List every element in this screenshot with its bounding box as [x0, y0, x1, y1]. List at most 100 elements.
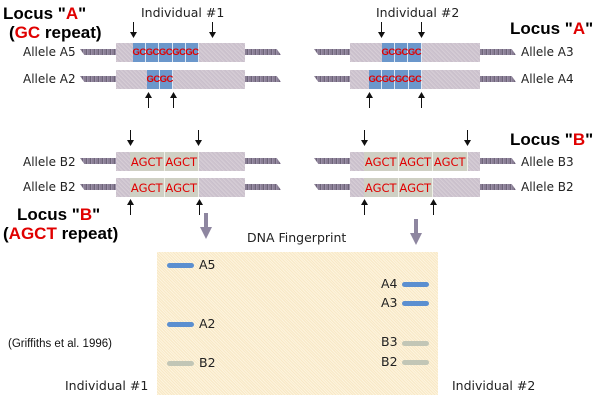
strand-a3-left-flank: [314, 49, 350, 55]
band-a2: [167, 322, 194, 327]
strand-b3-left-flank: [314, 158, 350, 164]
fingerprint-title: DNA Fingerprint: [247, 230, 347, 245]
allele-label-a3: Allele A3: [521, 45, 574, 59]
band-label-b3: B3: [381, 334, 398, 349]
allele-label-b2-2: Allele B2: [23, 180, 76, 194]
allele-label-b2-1: Allele B2: [23, 155, 76, 169]
band-label-a4: A4: [381, 276, 398, 291]
agct-repeat-region: [130, 152, 199, 171]
gel-lane-2-label: Individual #2: [452, 378, 536, 393]
agct-repeat-region: [364, 178, 433, 197]
allele-label-a5: Allele A5: [23, 45, 76, 59]
gel-lane-1-label: Individual #1: [65, 378, 149, 393]
big-down-arrow-left: [200, 213, 212, 239]
gc-repeat-unit: GC: [408, 70, 422, 89]
band-label-a5: A5: [199, 257, 216, 272]
arrow-down-icon: [378, 22, 385, 38]
strand-b2-ind1-a-left-flank: [80, 158, 116, 164]
strand-b2-ind2-right-flank: [480, 184, 516, 190]
arrow-up-icon: [170, 92, 177, 108]
gc-repeat-unit: GC: [395, 43, 408, 62]
arrow-up-icon: [196, 199, 203, 215]
gc-repeat-unit: GC: [160, 70, 173, 89]
agct-repeat-unit: AGCT: [399, 178, 433, 197]
gc-repeat-unit: GC: [146, 70, 160, 89]
strand-a4-right-flank: [480, 76, 516, 82]
band-b2-lane1: [167, 361, 194, 366]
band-b2-lane2: [402, 360, 429, 365]
arrow-up-icon: [366, 92, 373, 108]
gc-repeat-unit: GC: [172, 43, 186, 62]
agct-repeat-unit: AGCT: [165, 178, 199, 197]
band-label-a3: A3: [381, 295, 398, 310]
arrow-down-icon: [130, 22, 137, 38]
allele-label-b2-ind2: Allele B2: [521, 180, 574, 194]
agct-repeat-region: [130, 178, 199, 197]
gc-repeat-unit: GC: [381, 43, 395, 62]
strand-b2-ind1-b-right-flank: [245, 184, 281, 190]
arrow-up-icon: [145, 92, 152, 108]
locus-b-label-left: Locus "B": [17, 205, 101, 224]
arrow-up-icon: [361, 199, 368, 215]
locus-a-label-left: Locus "A": [3, 4, 87, 23]
agct-repeat-unit: AGCT: [364, 152, 399, 171]
strand-b2-ind2-left-flank: [314, 184, 350, 190]
big-down-arrow-right: [410, 219, 422, 245]
arrow-up-icon: [418, 92, 425, 108]
strand-b3-right-flank: [480, 158, 516, 164]
gc-repeat-unit: GC: [132, 43, 146, 62]
agct-repeat-unit: AGCT: [399, 152, 433, 171]
allele-label-b3: Allele B3: [521, 155, 574, 169]
band-label-b2-lane2: B2: [381, 354, 398, 369]
locus-b-repeat-label: (AGCT repeat): [3, 224, 119, 243]
allele-label-a2: Allele A2: [23, 72, 76, 86]
individual-1-title: Individual #1: [141, 5, 225, 20]
strand-a3-right-flank: [480, 49, 516, 55]
locus-a-repeat-label: (GC repeat): [9, 23, 102, 42]
agct-repeat-unit: AGCT: [433, 152, 468, 171]
gc-repeat-unit: GC: [368, 70, 382, 89]
gc-repeat-unit: GC: [408, 43, 422, 62]
strand-a2-left-flank: [80, 76, 116, 82]
agct-repeat-unit: AGCT: [364, 178, 399, 197]
agct-repeat-region: [364, 152, 468, 171]
locus-a-label-right: Locus "A": [510, 19, 594, 38]
band-b3: [402, 341, 429, 346]
gc-repeat-unit: GC: [395, 70, 409, 89]
strand-a2-right-flank: [245, 76, 281, 82]
agct-repeat-unit: AGCT: [130, 178, 165, 197]
band-label-b2-lane1: B2: [199, 355, 216, 370]
arrow-down-icon: [209, 22, 216, 38]
strand-a5-left-flank: [80, 49, 116, 55]
arrow-up-icon: [127, 199, 134, 215]
strand-b2-ind1-a-right-flank: [245, 158, 281, 164]
band-a3: [402, 301, 429, 306]
gc-repeat-unit: GC: [159, 43, 173, 62]
strand-a5-right-flank: [245, 49, 281, 55]
arrow-down-icon: [464, 130, 471, 146]
band-a4: [402, 282, 429, 287]
gc-repeat-unit: GC: [185, 43, 199, 62]
arrow-down-icon: [418, 22, 425, 38]
arrow-up-icon: [430, 199, 437, 215]
arrow-down-icon: [195, 130, 202, 146]
agct-repeat-unit: AGCT: [130, 152, 165, 171]
allele-label-a4: Allele A4: [521, 72, 574, 86]
individual-2-title: Individual #2: [376, 5, 460, 20]
gc-repeat-unit: GC: [146, 43, 159, 62]
strand-b2-ind1-b-left-flank: [80, 184, 116, 190]
band-a5: [167, 263, 194, 268]
arrow-down-icon: [127, 130, 134, 146]
strand-a4-left-flank: [314, 76, 350, 82]
band-label-a2: A2: [199, 316, 216, 331]
dna-fingerprint-gel: A5 A2 B2 A4 A3 B3 B2: [157, 252, 438, 395]
locus-b-label-right: Locus "B": [510, 130, 594, 149]
gc-repeat-unit: GC: [382, 70, 395, 89]
